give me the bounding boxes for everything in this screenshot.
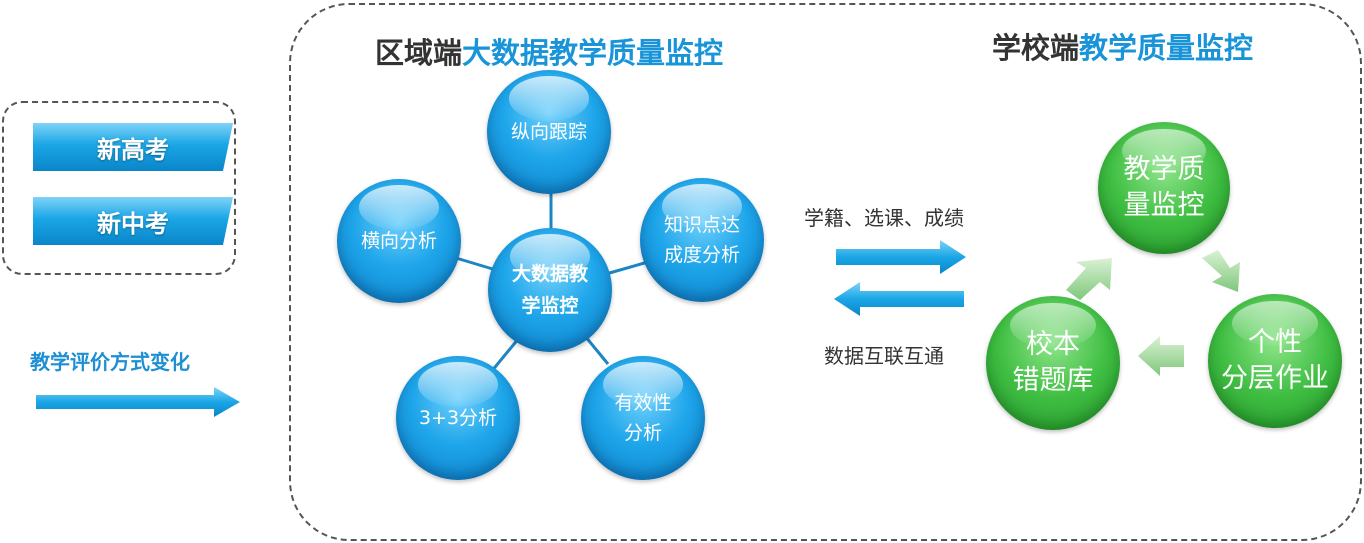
cycle-node-quality-monitor: 教学质 量监控: [1098, 122, 1230, 254]
school-heading-highlight: 教学质量监控: [1079, 31, 1254, 65]
cycle-arrow-left-icon: [1138, 336, 1184, 376]
region-heading: 区域端大数据教学质量监控: [375, 30, 723, 72]
arrow-right-icon: [836, 240, 966, 274]
main-dashed-region: [289, 3, 1362, 541]
node-line: 知识点达: [663, 213, 740, 236]
cycle-line: 校本: [1026, 328, 1080, 360]
center-line-1: 大数据教: [511, 262, 588, 285]
node-line: 成度分析: [663, 244, 740, 266]
connector-bottom-left: [489, 337, 521, 373]
node-vertical-tracking: 纵向跟踪: [487, 70, 611, 194]
connector-bottom-right: [583, 335, 610, 365]
cycle-line: 错题库: [1012, 365, 1094, 396]
connector-left: [455, 256, 497, 272]
node-horizontal-analysis: 横向分析: [337, 179, 461, 303]
eval-arrow-icon: [36, 387, 240, 417]
node-line: 分析: [623, 422, 662, 444]
cycle-line: 个性: [1248, 326, 1302, 358]
node-line: 纵向跟踪: [510, 120, 587, 143]
tag-label: 新高考: [97, 135, 169, 164]
cycle-node-personalized-homework: 个性 分层作业: [1208, 294, 1342, 428]
cycle-arrow-down-right-icon: [1202, 250, 1240, 292]
tag-new-zhongkao: 新中考: [33, 197, 233, 245]
cycle-arrow-up-right-icon: [1066, 258, 1112, 300]
node-knowledge-mastery: 知识点达 成度分析: [640, 178, 764, 302]
node-3plus3: 3+3分析: [396, 356, 520, 480]
eval-change-label: 教学评价方式变化: [30, 350, 190, 374]
center-line-2: 学监控: [521, 295, 579, 317]
node-line: 横向分析: [360, 229, 437, 252]
arrow-left-icon: [834, 282, 964, 316]
school-heading: 学校端教学质量监控: [992, 25, 1253, 67]
cycle-line: 量监控: [1123, 190, 1205, 221]
node-line: 3+3分析: [418, 406, 498, 429]
flow-bottom-label: 数据互联互通: [824, 344, 944, 368]
school-heading-prefix: 学校端: [992, 31, 1080, 65]
region-heading-prefix: 区域端: [375, 36, 463, 70]
tag-label: 新中考: [97, 209, 169, 238]
cycle-node-error-bank: 校本 错题库: [986, 296, 1120, 430]
left-dashed-box: [2, 101, 236, 275]
flow-top-label: 学籍、选课、成绩: [804, 206, 964, 230]
region-heading-highlight: 大数据教学质量监控: [462, 36, 724, 70]
tag-new-gaokao: 新高考: [33, 123, 233, 171]
cycle-line: 教学质: [1123, 153, 1205, 185]
cycle-line: 分层作业: [1221, 363, 1329, 394]
center-bubble-big-data: 大数据教 学监控: [488, 228, 612, 352]
node-line: 有效性: [614, 391, 672, 414]
connector-right: [605, 260, 649, 276]
node-effectiveness: 有效性 分析: [581, 356, 705, 480]
